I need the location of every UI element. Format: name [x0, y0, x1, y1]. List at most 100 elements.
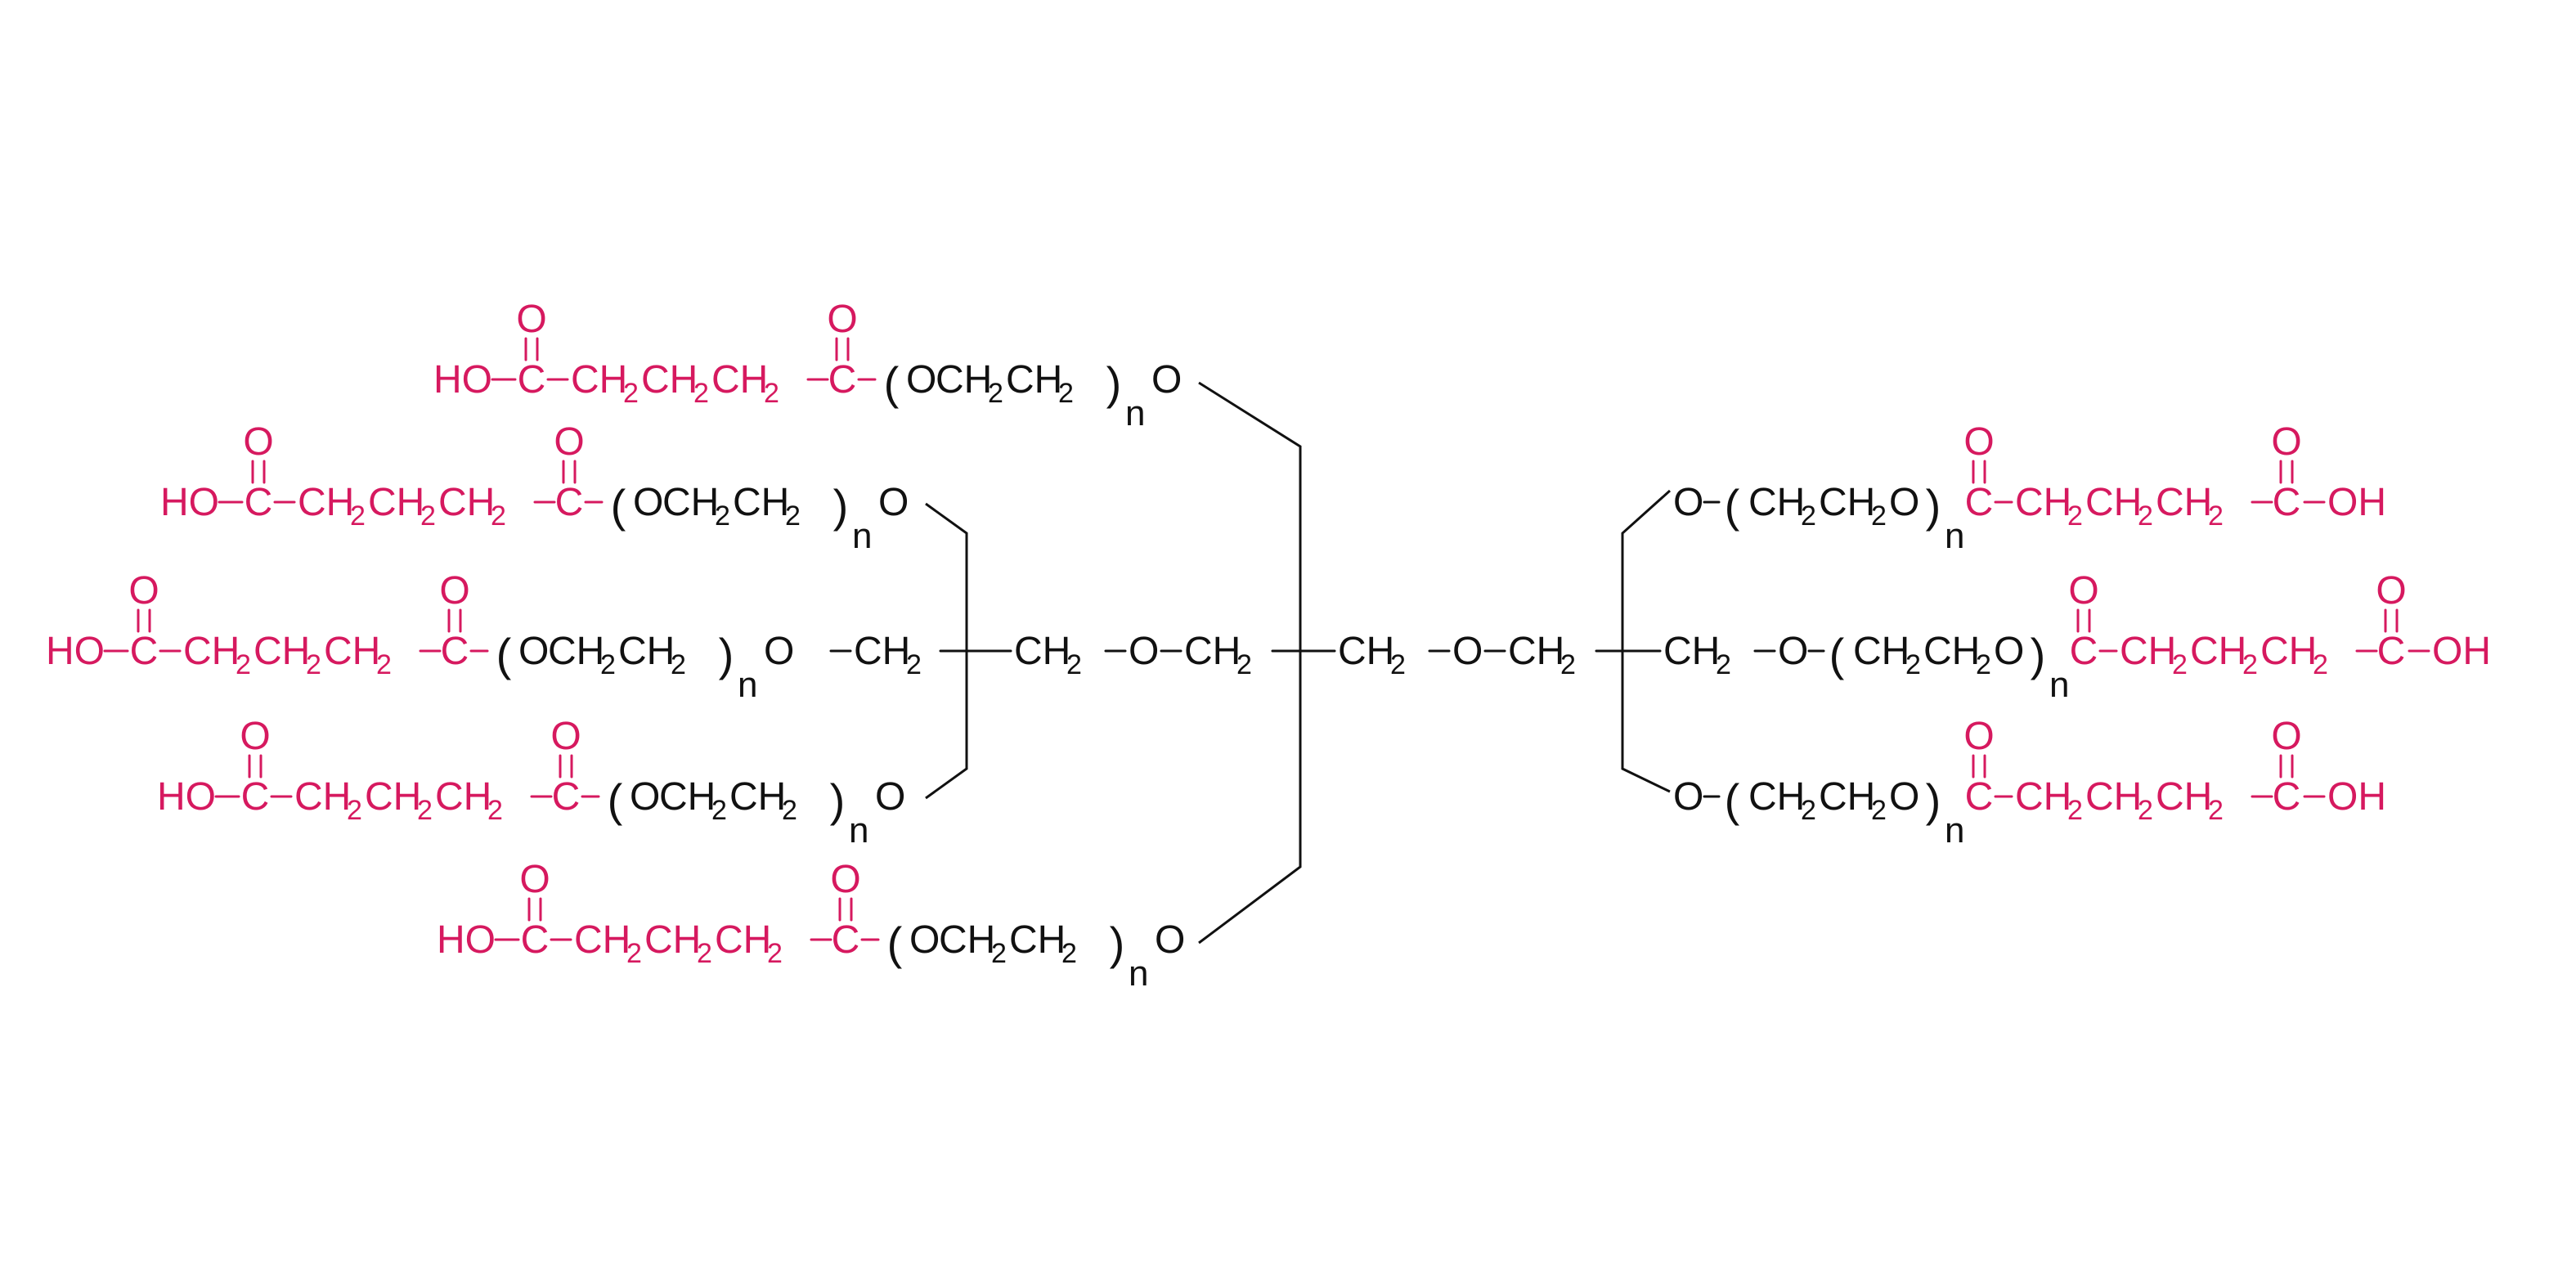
branch-bond-path — [925, 502, 968, 800]
carbonyl-carbon: C — [1965, 481, 1994, 524]
repeat-bracket-open: ( — [884, 357, 900, 409]
hydroxyl-group: HO — [157, 775, 216, 819]
subscript-2: 2 — [600, 649, 616, 680]
subscript-2: 2 — [715, 500, 730, 532]
carbonyl-carbon: C — [130, 630, 159, 673]
subscript-2: 2 — [347, 795, 362, 826]
repeat-bracket-open: ( — [887, 918, 903, 969]
ch2-group: CH — [733, 481, 789, 524]
subscript-2: 2 — [906, 649, 922, 680]
ether-oxygen: O — [1889, 775, 1919, 819]
subscript-2: 2 — [1871, 500, 1887, 532]
subscript-2: 2 — [2313, 649, 2328, 680]
repeat-bracket-open: ( — [1725, 480, 1740, 532]
ch2-group: CH — [1748, 481, 1805, 524]
subscript-2: 2 — [1390, 649, 1406, 680]
carbonyl-oxygen: O — [830, 858, 860, 901]
ch2-group: CH — [2156, 775, 2212, 819]
subscript-2: 2 — [417, 795, 433, 826]
carbonyl-carbon: C — [2377, 630, 2406, 673]
carbonyl-carbon: C — [1965, 775, 1994, 819]
ether-oxygen: O — [909, 918, 940, 962]
repeat-bracket-close: ) — [830, 774, 846, 826]
carbonyl-oxygen: O — [128, 569, 159, 613]
subscript-2: 2 — [693, 378, 709, 409]
ch2-group: CH — [438, 481, 495, 524]
subscript-2: 2 — [2208, 500, 2224, 532]
ch2-group: CH — [365, 775, 421, 819]
subscript-2: 2 — [2067, 795, 2083, 826]
ch2-group: CH — [1006, 358, 1062, 402]
methylene-group: CH — [1338, 630, 1394, 673]
subscript-2: 2 — [376, 649, 392, 680]
subscript-2: 2 — [2172, 649, 2188, 680]
carbonyl-carbon: C — [518, 358, 546, 402]
ch2-group: CH — [435, 775, 491, 819]
subscript-2: 2 — [2242, 649, 2258, 680]
carbonyl-oxygen: O — [516, 298, 546, 341]
subscript-2: 2 — [1716, 649, 1731, 680]
ch2-group: CH — [298, 481, 354, 524]
ch2-group: CH — [936, 358, 992, 402]
repeat-count-n: n — [1129, 954, 1148, 994]
subscript-2: 2 — [767, 938, 783, 969]
hydroxyl-group: HO — [437, 918, 496, 962]
subscript-2: 2 — [2138, 795, 2153, 826]
ch2-group: CH — [294, 775, 351, 819]
carbonyl-oxygen: O — [550, 715, 581, 758]
branch-bond-path — [1621, 489, 1672, 793]
ch2-group: CH — [1853, 630, 1910, 673]
ch2-group: CH — [618, 630, 675, 673]
carbonyl-carbon: C — [245, 481, 273, 524]
repeat-count-n: n — [1945, 810, 1964, 850]
carbonyl-oxygen: O — [2068, 569, 2098, 613]
backbone-bonds — [103, 337, 2430, 945]
carbonyl-oxygen: O — [827, 298, 857, 341]
ch2-group: CH — [659, 775, 716, 819]
subscript-2: 2 — [306, 649, 321, 680]
ch2-group: CH — [324, 630, 380, 673]
hydroxyl-group: OH — [2432, 630, 2491, 673]
ether-oxygen: O — [518, 630, 549, 673]
repeat-bracket-open: ( — [611, 480, 626, 532]
subscript-2: 2 — [697, 938, 712, 969]
ch2-group: CH — [1819, 775, 1875, 819]
ch2-group: CH — [2015, 481, 2071, 524]
carbonyl-oxygen: O — [240, 715, 270, 758]
methylene-group: CH — [1663, 630, 1720, 673]
ch2-group: CH — [715, 918, 771, 962]
ether-oxygen: O — [630, 775, 660, 819]
carbonyl-oxygen: O — [2376, 569, 2406, 613]
branch-bond-path — [1198, 381, 1302, 945]
repeat-bracket-close: ) — [1926, 774, 1941, 826]
ch2-group: CH — [2260, 630, 2317, 673]
hydroxyl-group: OH — [2327, 775, 2386, 819]
repeat-bracket-close: ) — [1106, 357, 1122, 409]
subscript-2: 2 — [1976, 649, 1991, 680]
subscript-2: 2 — [1801, 795, 1816, 826]
repeat-count-n: n — [1125, 393, 1145, 433]
repeat-bracket-close: ) — [1926, 480, 1941, 532]
ch2-group: CH — [2085, 481, 2142, 524]
subscript-2: 2 — [2138, 500, 2153, 532]
subscript-2: 2 — [2067, 500, 2083, 532]
repeat-bracket-close: ) — [833, 480, 849, 532]
ch2-group: CH — [2085, 775, 2142, 819]
ch2-group: CH — [368, 481, 424, 524]
ether-oxygen: O — [1673, 481, 1703, 524]
ch2-group: CH — [641, 358, 698, 402]
methylene-group: CH — [1184, 630, 1241, 673]
subscript-2: 2 — [764, 378, 779, 409]
subscript-2: 2 — [1905, 649, 1921, 680]
repeat-bracket-open: ( — [1829, 629, 1845, 680]
repeat-count-n: n — [2049, 665, 2069, 705]
ch2-group: CH — [711, 358, 768, 402]
carbonyl-oxygen: O — [1963, 715, 1994, 758]
subscript-2: 2 — [782, 795, 797, 826]
hydroxyl-group: HO — [160, 481, 219, 524]
carbonyl-oxygen: O — [2271, 715, 2301, 758]
subscript-2: 2 — [711, 795, 727, 826]
ether-oxygen: O — [906, 358, 936, 402]
repeat-bracket-close: ) — [1110, 918, 1125, 969]
ether-oxygen: O — [878, 481, 909, 524]
